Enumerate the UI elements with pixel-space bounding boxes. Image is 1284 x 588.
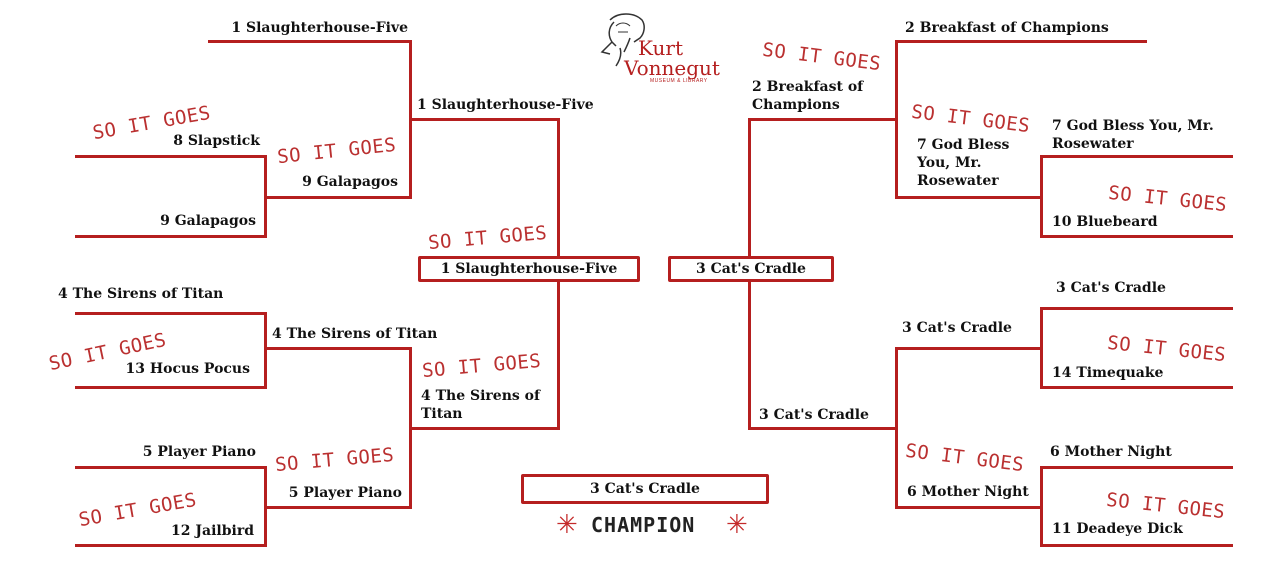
bracket-entry: 4 The Sirens of Titan xyxy=(421,388,540,422)
semifinal-box-left: 1 Slaughterhouse-Five xyxy=(418,256,640,282)
bracket-line xyxy=(75,235,267,238)
logo-vonnegut-text: Vonnegut xyxy=(624,56,720,80)
bracket-line xyxy=(75,466,267,469)
bracket-line xyxy=(264,196,412,199)
so-it-goes-stamp: SO IT GOES xyxy=(421,349,543,383)
bracket-line xyxy=(264,312,267,389)
bracket-entry: 6 Mother Night xyxy=(907,484,1029,500)
logo-subtitle: MUSEUM & LIBRARY xyxy=(650,78,708,84)
so-it-goes-stamp: SO IT GOES xyxy=(276,133,398,169)
bracket-line xyxy=(75,312,267,315)
bracket-entry: 13 Hocus Pocus xyxy=(125,361,250,377)
bracket-entry: 8 Slapstick xyxy=(173,133,260,149)
bracket-entry: 11 Deadeye Dick xyxy=(1052,521,1183,537)
so-it-goes-stamp: SO IT GOES xyxy=(910,100,1032,138)
bracket-entry: 1 Slaughterhouse-Five xyxy=(231,20,408,36)
bracket-line xyxy=(264,347,412,350)
bracket-entry: 9 Galapagos xyxy=(302,174,398,190)
bracket-entry: 1 Slaughterhouse-Five xyxy=(440,261,618,277)
bracket-line xyxy=(1043,307,1233,310)
bracket-entry: 14 Timequake xyxy=(1052,365,1164,381)
bracket-entry: 3 Cat's Cradle xyxy=(902,320,1012,336)
champion-box: 3 Cat's Cradle xyxy=(521,474,769,504)
bracket-entry: 12 Jailbird xyxy=(171,523,254,539)
bracket-line xyxy=(208,40,412,43)
so-it-goes-stamp: SO IT GOES xyxy=(1105,488,1227,524)
bracket-line xyxy=(1043,544,1233,547)
bracket-entry: 10 Bluebeard xyxy=(1052,214,1158,230)
so-it-goes-stamp: SO IT GOES xyxy=(1107,181,1229,217)
so-it-goes-stamp: SO IT GOES xyxy=(904,439,1026,477)
bracket-entry: 4 The Sirens of Titan xyxy=(272,326,438,342)
bracket-entry: 2 Breakfast of Champions xyxy=(752,79,864,113)
bracket-line xyxy=(748,118,898,121)
bracket-line xyxy=(895,506,1043,509)
bracket-line xyxy=(75,386,267,389)
champion-label: CHAMPION xyxy=(591,513,696,537)
bracket-line xyxy=(895,196,1043,199)
bracket-line xyxy=(1043,466,1233,469)
so-it-goes-stamp: SO IT GOES xyxy=(761,38,883,76)
bracket-entry: 3 Cat's Cradle xyxy=(759,407,869,423)
bracket-line xyxy=(409,427,560,430)
bracket-line xyxy=(1043,386,1233,389)
logo-kurt-text: Kurt xyxy=(638,36,683,60)
bracket-line xyxy=(748,427,898,430)
bracket-entry: 1 Slaughterhouse-Five xyxy=(417,97,594,113)
so-it-goes-stamp: SO IT GOES xyxy=(274,443,396,477)
so-it-goes-stamp: SO IT GOES xyxy=(1106,331,1228,367)
bracket-entry: 3 Cat's Cradle xyxy=(1056,280,1166,296)
asterisk-icon: ✳ xyxy=(726,510,748,540)
asterisk-icon: ✳ xyxy=(556,510,578,540)
bracket-entry: 9 Galapagos xyxy=(160,213,256,229)
bracket-line xyxy=(75,544,267,547)
bracket-entry: 6 Mother Night xyxy=(1050,444,1172,460)
bracket-entry: 2 Breakfast of Champions xyxy=(905,20,1109,36)
bracket-line xyxy=(75,155,267,158)
bracket-line xyxy=(895,347,1043,350)
bracket-entry: 7 God Bless You, Mr. Rosewater xyxy=(1052,118,1214,152)
bracket-line xyxy=(897,40,1147,43)
bracket-entry: 5 Player Piano xyxy=(142,444,256,460)
bracket-entry: 5 Player Piano xyxy=(288,485,402,501)
champion-name: 3 Cat's Cradle xyxy=(590,481,700,497)
bracket-line xyxy=(1043,235,1233,238)
bracket-line xyxy=(409,118,560,121)
bracket-line xyxy=(264,506,412,509)
kurt-vonnegut-logo: Kurt Vonnegut MUSEUM & LIBRARY xyxy=(590,8,730,84)
vonnegut-sketch-icon xyxy=(600,13,645,67)
bracket-entry: 4 The Sirens of Titan xyxy=(58,286,224,302)
so-it-goes-stamp: SO IT GOES xyxy=(427,221,549,255)
semifinal-box-right: 3 Cat's Cradle xyxy=(668,256,834,282)
bracket-entry: 3 Cat's Cradle xyxy=(696,261,806,277)
bracket-line xyxy=(1043,155,1233,158)
bracket-entry: 7 God Bless You, Mr. Rosewater xyxy=(917,137,1010,189)
